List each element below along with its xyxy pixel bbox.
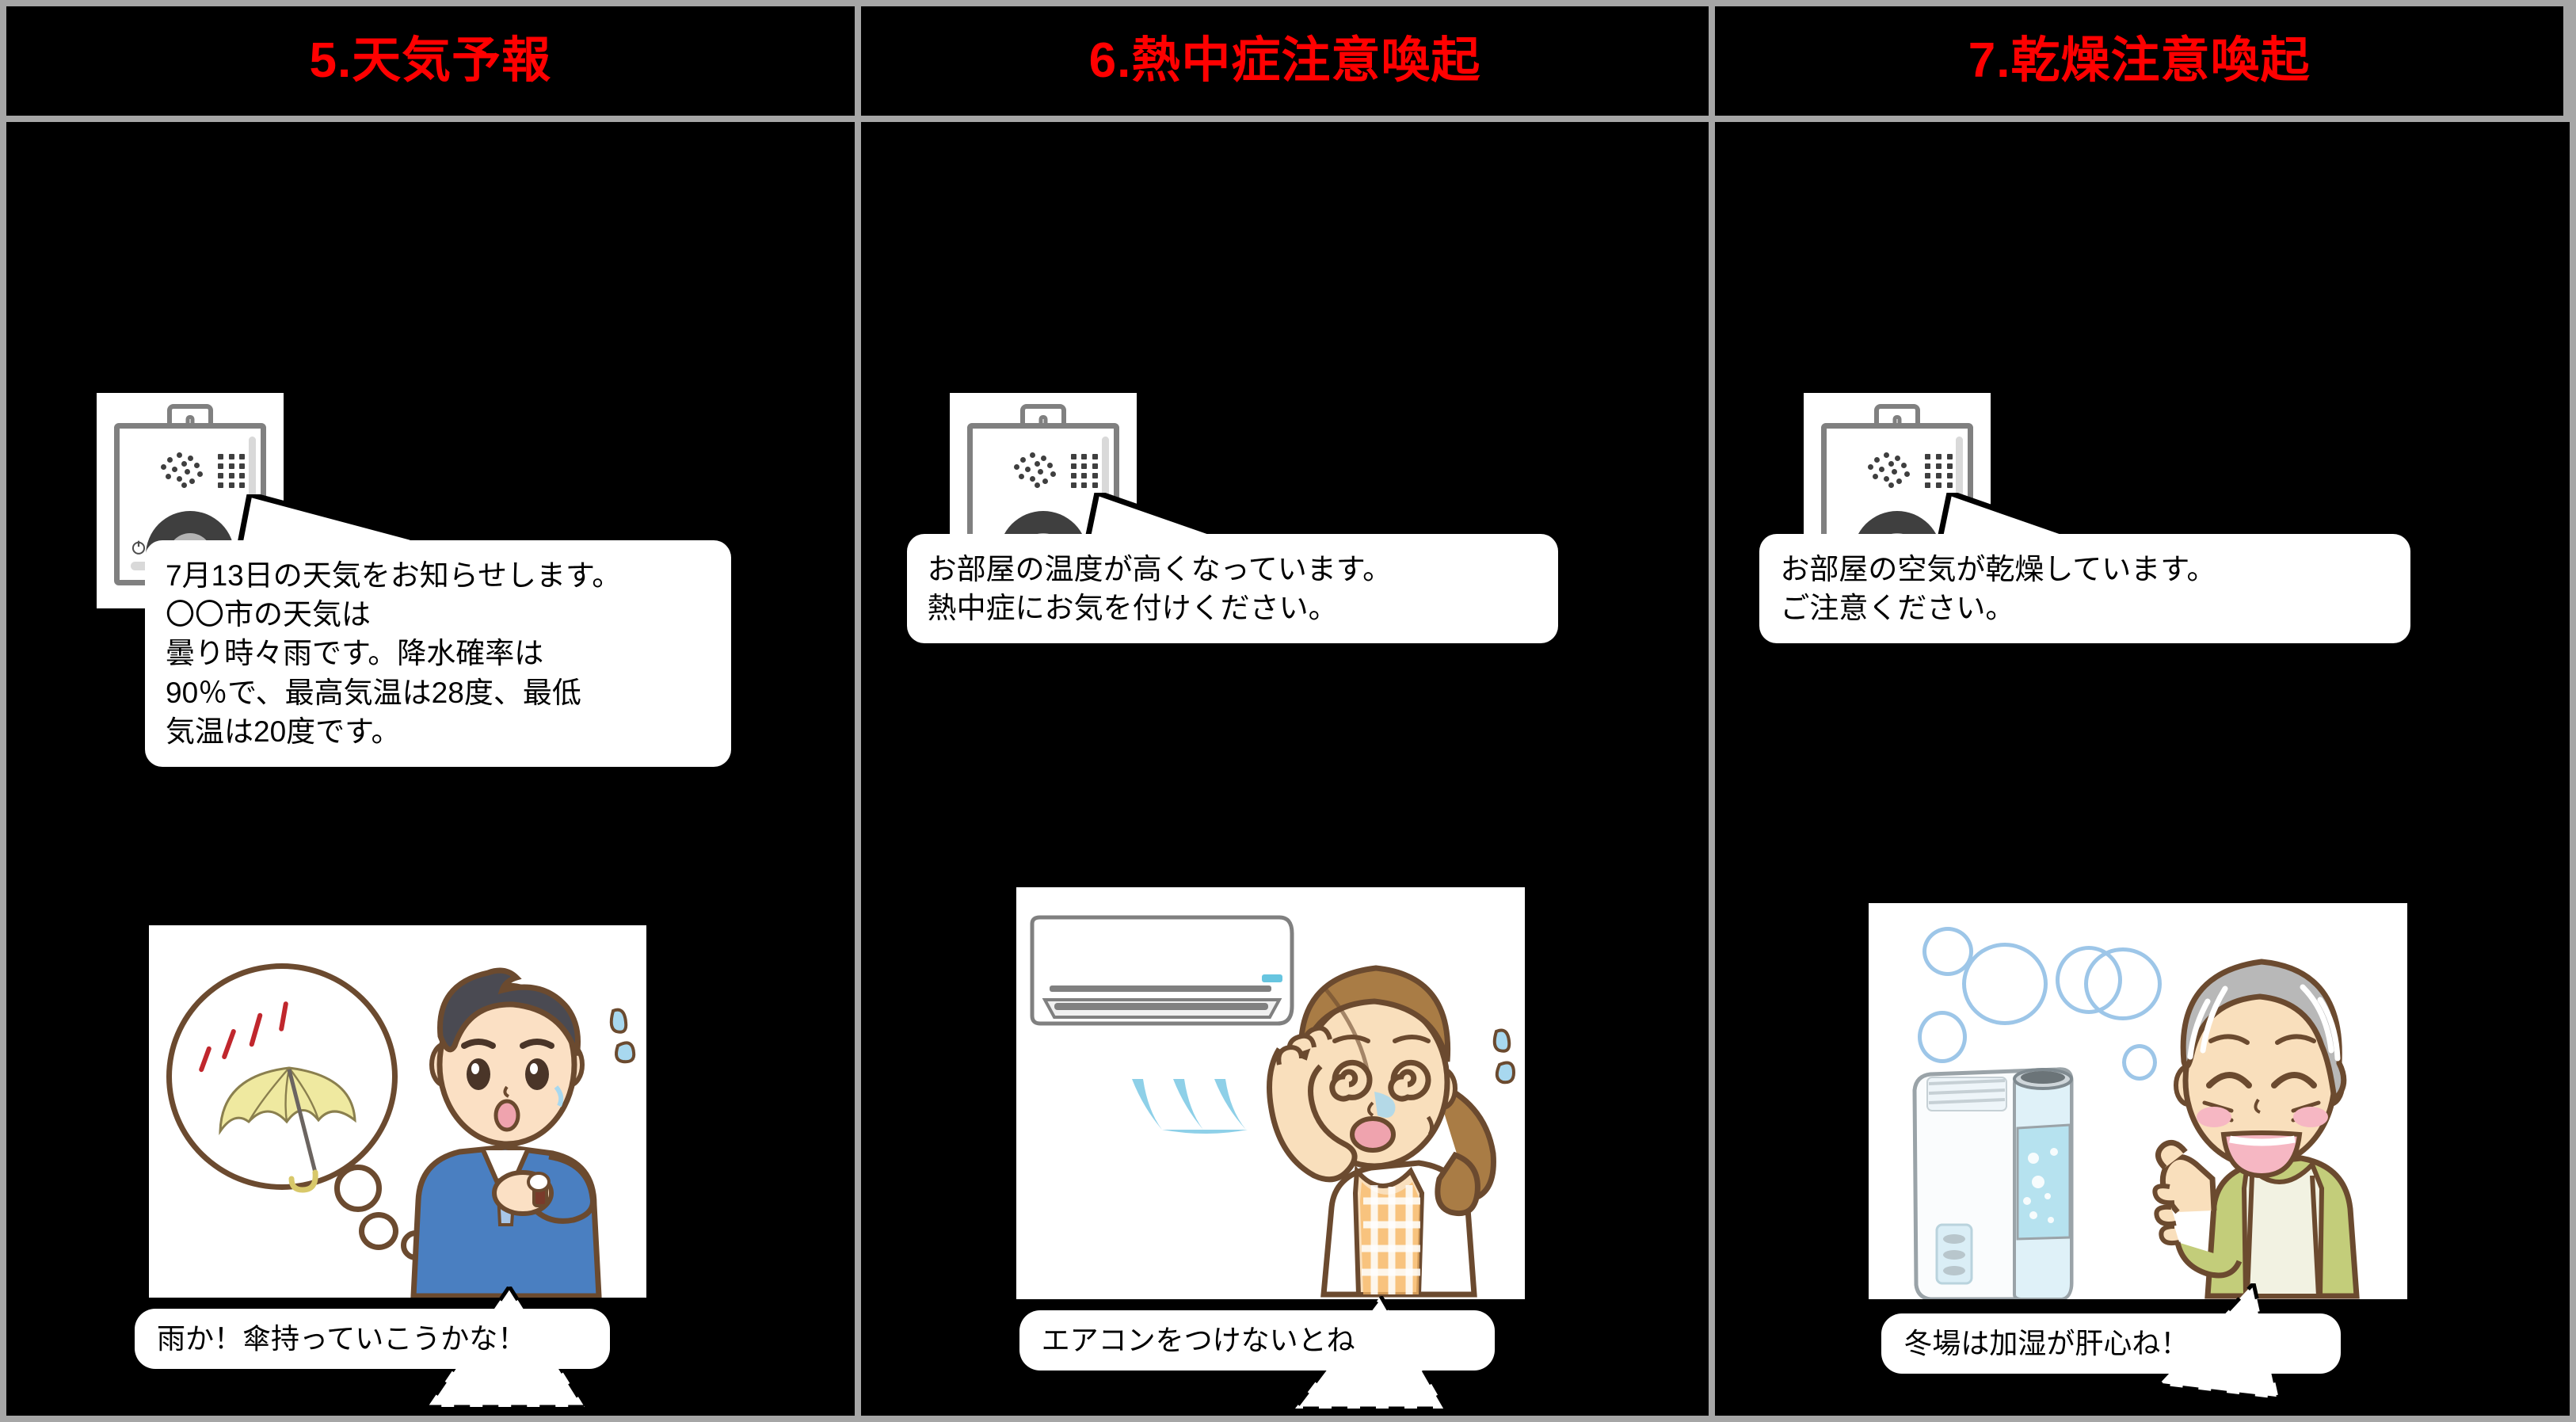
elderly-woman-character	[2152, 959, 2361, 1299]
illustration-dryness	[1869, 903, 2408, 1299]
speaker-dots-icon	[161, 452, 205, 488]
panel-header-heatstroke: 6.熱中症注意喚起	[860, 6, 1716, 122]
person-bubble-dryness: 冬場は加湿が肝心ね！	[1881, 1313, 2342, 1374]
panel-body-weather: 7月13日の天気をお知らせします。 〇〇市の天気は 曇り時々雨です。降水確率は …	[6, 122, 861, 1416]
steam-bubble-1	[1922, 927, 1974, 976]
device-bubble-weather: 7月13日の天気をお知らせします。 〇〇市の天気は 曇り時々雨です。降水確率は …	[145, 540, 731, 768]
grid-dots-icon	[1925, 454, 1953, 488]
illustration-weather	[149, 925, 646, 1298]
humidifier-icon	[1912, 1067, 2074, 1299]
panel-title-dryness: 7.乾燥注意喚起	[1968, 33, 2311, 88]
power-icon	[131, 539, 147, 555]
steam-bubble-6	[2122, 1044, 2158, 1081]
panel-grid: 5.天気予報 6.熱中症注意喚起 7.乾燥注意喚起	[6, 6, 2570, 1416]
person-bubble-weather: 雨か！傘持っていこうかな！	[135, 1309, 610, 1369]
device-bubble-dryness: お部屋の空気が乾燥しています。 ご注意ください。	[1759, 534, 2411, 644]
thought-bubble-dot-1	[334, 1165, 382, 1212]
panel-header-dryness: 7.乾燥注意喚起	[1715, 6, 2570, 122]
steam-bubble-4	[2084, 947, 2163, 1020]
man-character	[410, 967, 636, 1298]
thought-bubble-dot-2	[359, 1212, 398, 1250]
thought-bubble-outline	[166, 963, 398, 1190]
woman-character	[1266, 965, 1515, 1298]
grid-dots-icon	[1070, 454, 1099, 488]
air-conditioner-icon	[1030, 915, 1294, 1026]
device-bubble-heatstroke: お部屋の温度が高くなっています。 熱中症にお気を付けください。	[906, 534, 1558, 644]
panel-body-dryness: お部屋の空気が乾燥しています。 ご注意ください。	[1715, 122, 2570, 1416]
panel-body-heatstroke: お部屋の温度が高くなっています。 熱中症にお気を付けください。	[860, 122, 1716, 1416]
yellow-umbrella-icon	[219, 1066, 356, 1193]
person-bubble-heatstroke: エアコンをつけないとね	[1019, 1310, 1495, 1371]
steam-bubble-5	[1918, 1011, 1968, 1063]
panel-title-heatstroke: 6.熱中症注意喚起	[1088, 33, 1481, 88]
speaker-dots-icon	[1013, 452, 1058, 488]
panel-header-weather: 5.天気予報	[6, 6, 861, 122]
panel-title-weather: 5.天気予報	[309, 33, 552, 88]
airflow-waves-icon	[1131, 1079, 1248, 1134]
grid-dots-icon	[218, 454, 246, 488]
speaker-dots-icon	[1868, 452, 1912, 488]
steam-bubble-2	[1962, 943, 2048, 1025]
illustration-heatstroke	[1016, 887, 1525, 1299]
